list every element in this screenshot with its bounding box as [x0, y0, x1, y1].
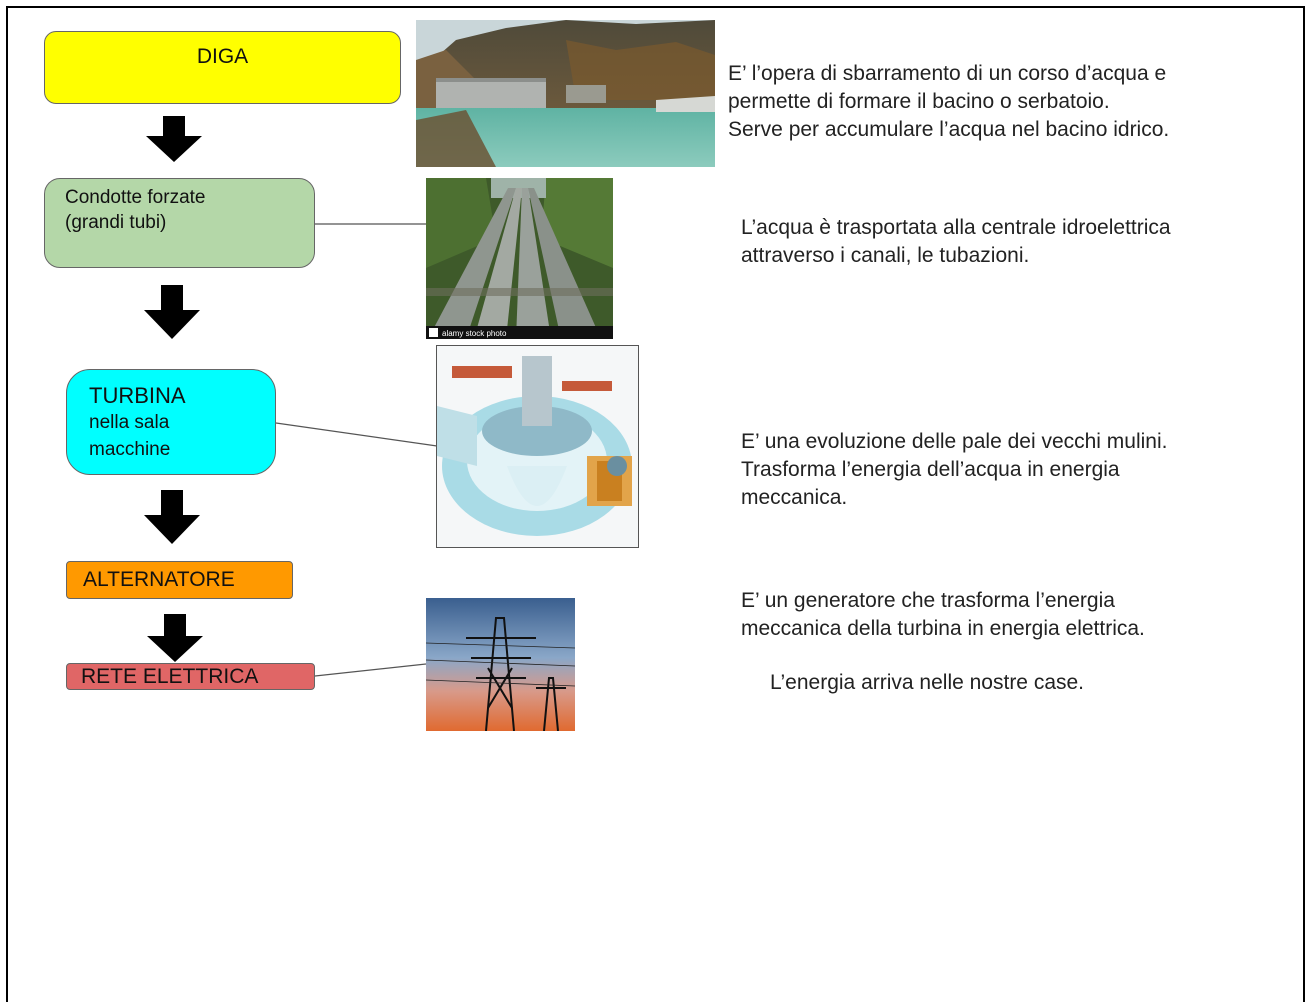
- connector-turbina: [275, 422, 438, 447]
- condotte-label-line1: Condotte forzate: [65, 187, 206, 208]
- turbina-label-line2: nella sala: [89, 412, 170, 433]
- penstock-photo: alamy stock photo: [426, 178, 613, 339]
- turbina-box: TURBINA nella sala macchine: [66, 369, 276, 475]
- turbina-description: E’ una evoluzione delle pale dei vecchi …: [741, 430, 1168, 509]
- down-arrow-icon: [146, 116, 202, 162]
- diga-box: DIGA: [44, 31, 401, 104]
- rete-description: L’energia arriva nelle nostre case.: [770, 671, 1085, 694]
- turbina-label-line3: macchine: [89, 439, 171, 460]
- down-arrow-icon: [144, 285, 200, 339]
- down-arrow-icon: [144, 490, 200, 544]
- alternatore-label: ALTERNATORE: [83, 568, 235, 591]
- rete-box: RETE ELETTRICA: [66, 663, 315, 690]
- condotte-box: Condotte forzate (grandi tubi): [44, 178, 315, 268]
- connector-rete: [314, 663, 427, 677]
- dam-photo: [416, 20, 715, 167]
- diga-label: DIGA: [196, 45, 249, 68]
- alternatore-description: E’ un generatore che trasforma l’energia…: [741, 589, 1145, 640]
- photo-watermark: alamy stock photo: [442, 329, 507, 338]
- turbine-illustration: [436, 345, 639, 548]
- condotte-label-line2: (grandi tubi): [65, 212, 167, 233]
- power-lines-photo: [426, 598, 575, 731]
- diga-description: E’ l’opera di sbarramento di un corso d’…: [728, 62, 1170, 141]
- rete-label: RETE ELETTRICA: [81, 665, 259, 688]
- turbina-label-line1: TURBINA: [89, 383, 186, 408]
- down-arrow-icon: [147, 614, 203, 662]
- alternatore-box: ALTERNATORE: [66, 561, 293, 599]
- condotte-description: L’acqua è trasportata alla centrale idro…: [741, 216, 1171, 267]
- slide-frame: [6, 6, 1305, 1002]
